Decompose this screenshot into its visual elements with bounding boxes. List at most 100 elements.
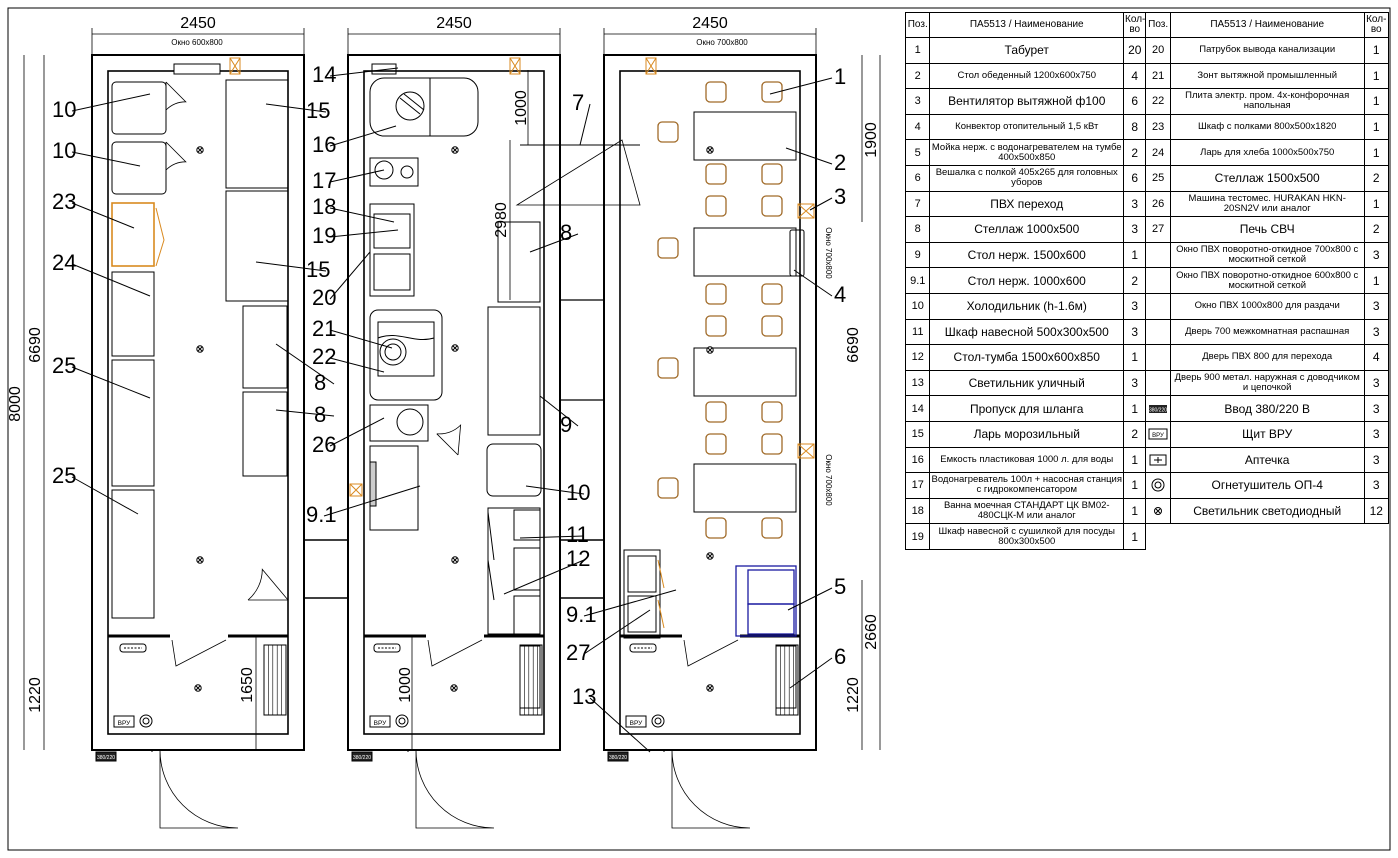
legend-pos: 22 xyxy=(1145,88,1171,115)
steel-table-9-1 xyxy=(369,461,377,507)
legend-name: Ввод 380/220 В xyxy=(1169,395,1365,422)
bread-bin-24 xyxy=(111,271,155,357)
entrance-door xyxy=(159,749,239,829)
power-input-tag: 380/220 xyxy=(353,755,371,761)
callout-15: 15 xyxy=(306,257,330,282)
legend-pos: 18 xyxy=(904,497,931,525)
wash-tub-18 xyxy=(373,213,411,249)
legend-name: Печь СВЧ xyxy=(1169,216,1365,243)
dimension-text: 1000 xyxy=(397,667,414,703)
window-600 xyxy=(173,63,221,75)
legend-pos: 380/220 xyxy=(1145,395,1171,422)
sink-5 xyxy=(747,603,795,635)
legend-qty: 12 xyxy=(1363,497,1389,525)
callout-12: 12 xyxy=(566,546,590,571)
led-light-icon xyxy=(707,147,713,153)
legend-pos: 9.1 xyxy=(904,267,931,294)
legend-header-name: ПА5513 / Наименование xyxy=(929,12,1125,38)
legend-qty: 1 xyxy=(1123,241,1147,269)
callout-21: 21 xyxy=(312,316,336,341)
legend-pos xyxy=(1145,472,1171,499)
callout-26: 26 xyxy=(312,432,336,457)
callout-4: 4 xyxy=(834,282,846,307)
leader-line xyxy=(329,357,385,373)
legend-pos: 26 xyxy=(1145,190,1171,218)
leader-line xyxy=(579,103,591,146)
dimension-text: 1900 xyxy=(863,122,880,158)
legend-pos: 25 xyxy=(1145,164,1171,192)
dimension-text: 1000 xyxy=(513,90,530,126)
dimension-text: 6690 xyxy=(845,327,862,363)
legend-pos xyxy=(1145,369,1171,397)
callout-6: 6 xyxy=(834,644,846,669)
leader-line xyxy=(503,559,585,595)
legend-pos xyxy=(1145,241,1171,269)
legend-qty: 1 xyxy=(1363,139,1389,166)
leader-line xyxy=(329,251,371,300)
legend-qty: 3 xyxy=(1363,472,1389,499)
legend-header-pos: Поз. xyxy=(904,12,931,38)
power-input-icon: 380/220 xyxy=(1149,404,1167,413)
callout-3: 3 xyxy=(834,184,846,209)
callout-22: 22 xyxy=(312,344,336,369)
dimension-text: 8000 xyxy=(7,386,24,422)
stool-icon xyxy=(705,163,727,185)
switchboard-icon xyxy=(113,715,135,728)
leader-line xyxy=(525,485,585,495)
vent-fan-icon xyxy=(645,57,657,75)
stool-icon xyxy=(761,401,783,423)
legend-pos: 4 xyxy=(904,113,931,141)
dining-table-2 xyxy=(693,227,797,277)
callout-10: 10 xyxy=(566,480,590,505)
led-light-icon xyxy=(452,147,458,153)
leader-line xyxy=(71,263,151,297)
vent-fan-icon xyxy=(229,57,241,75)
dimension-text: 1220 xyxy=(27,677,44,713)
water-tank-16 xyxy=(369,77,479,137)
legend-qty: 1 xyxy=(1363,113,1389,141)
legend-qty: 1 xyxy=(1123,344,1147,371)
stool-icon xyxy=(761,81,783,103)
legend-pos: 19 xyxy=(904,523,931,550)
led-light-icon xyxy=(452,557,458,563)
legend-name: Стол нерж. 1000х600 xyxy=(929,267,1125,294)
legend-qty: 1 xyxy=(1123,497,1147,525)
callout-19: 19 xyxy=(312,223,336,248)
shelving-25 xyxy=(111,359,155,487)
leader-line xyxy=(275,343,335,385)
steel-table-9 xyxy=(487,306,541,436)
switchboard-tag: ВРУ xyxy=(630,720,644,727)
dining-table-2 xyxy=(693,111,797,161)
callout-14: 14 xyxy=(312,62,336,87)
dimension-text: 1220 xyxy=(845,677,862,713)
microwave-27 xyxy=(627,595,657,633)
wall-cabinet-11 xyxy=(513,595,541,635)
callout-25: 25 xyxy=(52,463,76,488)
legend-name: Стол нерж. 1500х600 xyxy=(929,241,1125,269)
wall-cabinet-11 xyxy=(513,509,541,541)
switchboard-tag: ВРУ xyxy=(374,720,388,727)
water-tank-16 xyxy=(395,91,425,121)
leader-line xyxy=(275,409,335,417)
legend-name: Стол-тумба 1500х600х850 xyxy=(929,344,1125,371)
wall-cabinet-11 xyxy=(513,547,541,591)
leader-line xyxy=(329,329,393,349)
refrigerator-10 xyxy=(111,81,167,135)
stool-icon xyxy=(705,283,727,305)
stool-icon xyxy=(657,357,679,379)
leader-line xyxy=(71,366,151,399)
legend-name: Зонт вытяжной промышленный xyxy=(1169,62,1365,90)
dimension-text: 1650 xyxy=(239,667,256,703)
extinguisher-icon xyxy=(142,717,150,725)
water-heater-17 xyxy=(374,160,394,180)
callout-24: 24 xyxy=(52,250,76,275)
hood-21 xyxy=(379,338,407,366)
dimension-text: 2980 xyxy=(493,202,510,238)
module-outer-wall xyxy=(347,54,561,751)
legend-empty xyxy=(1364,524,1389,550)
